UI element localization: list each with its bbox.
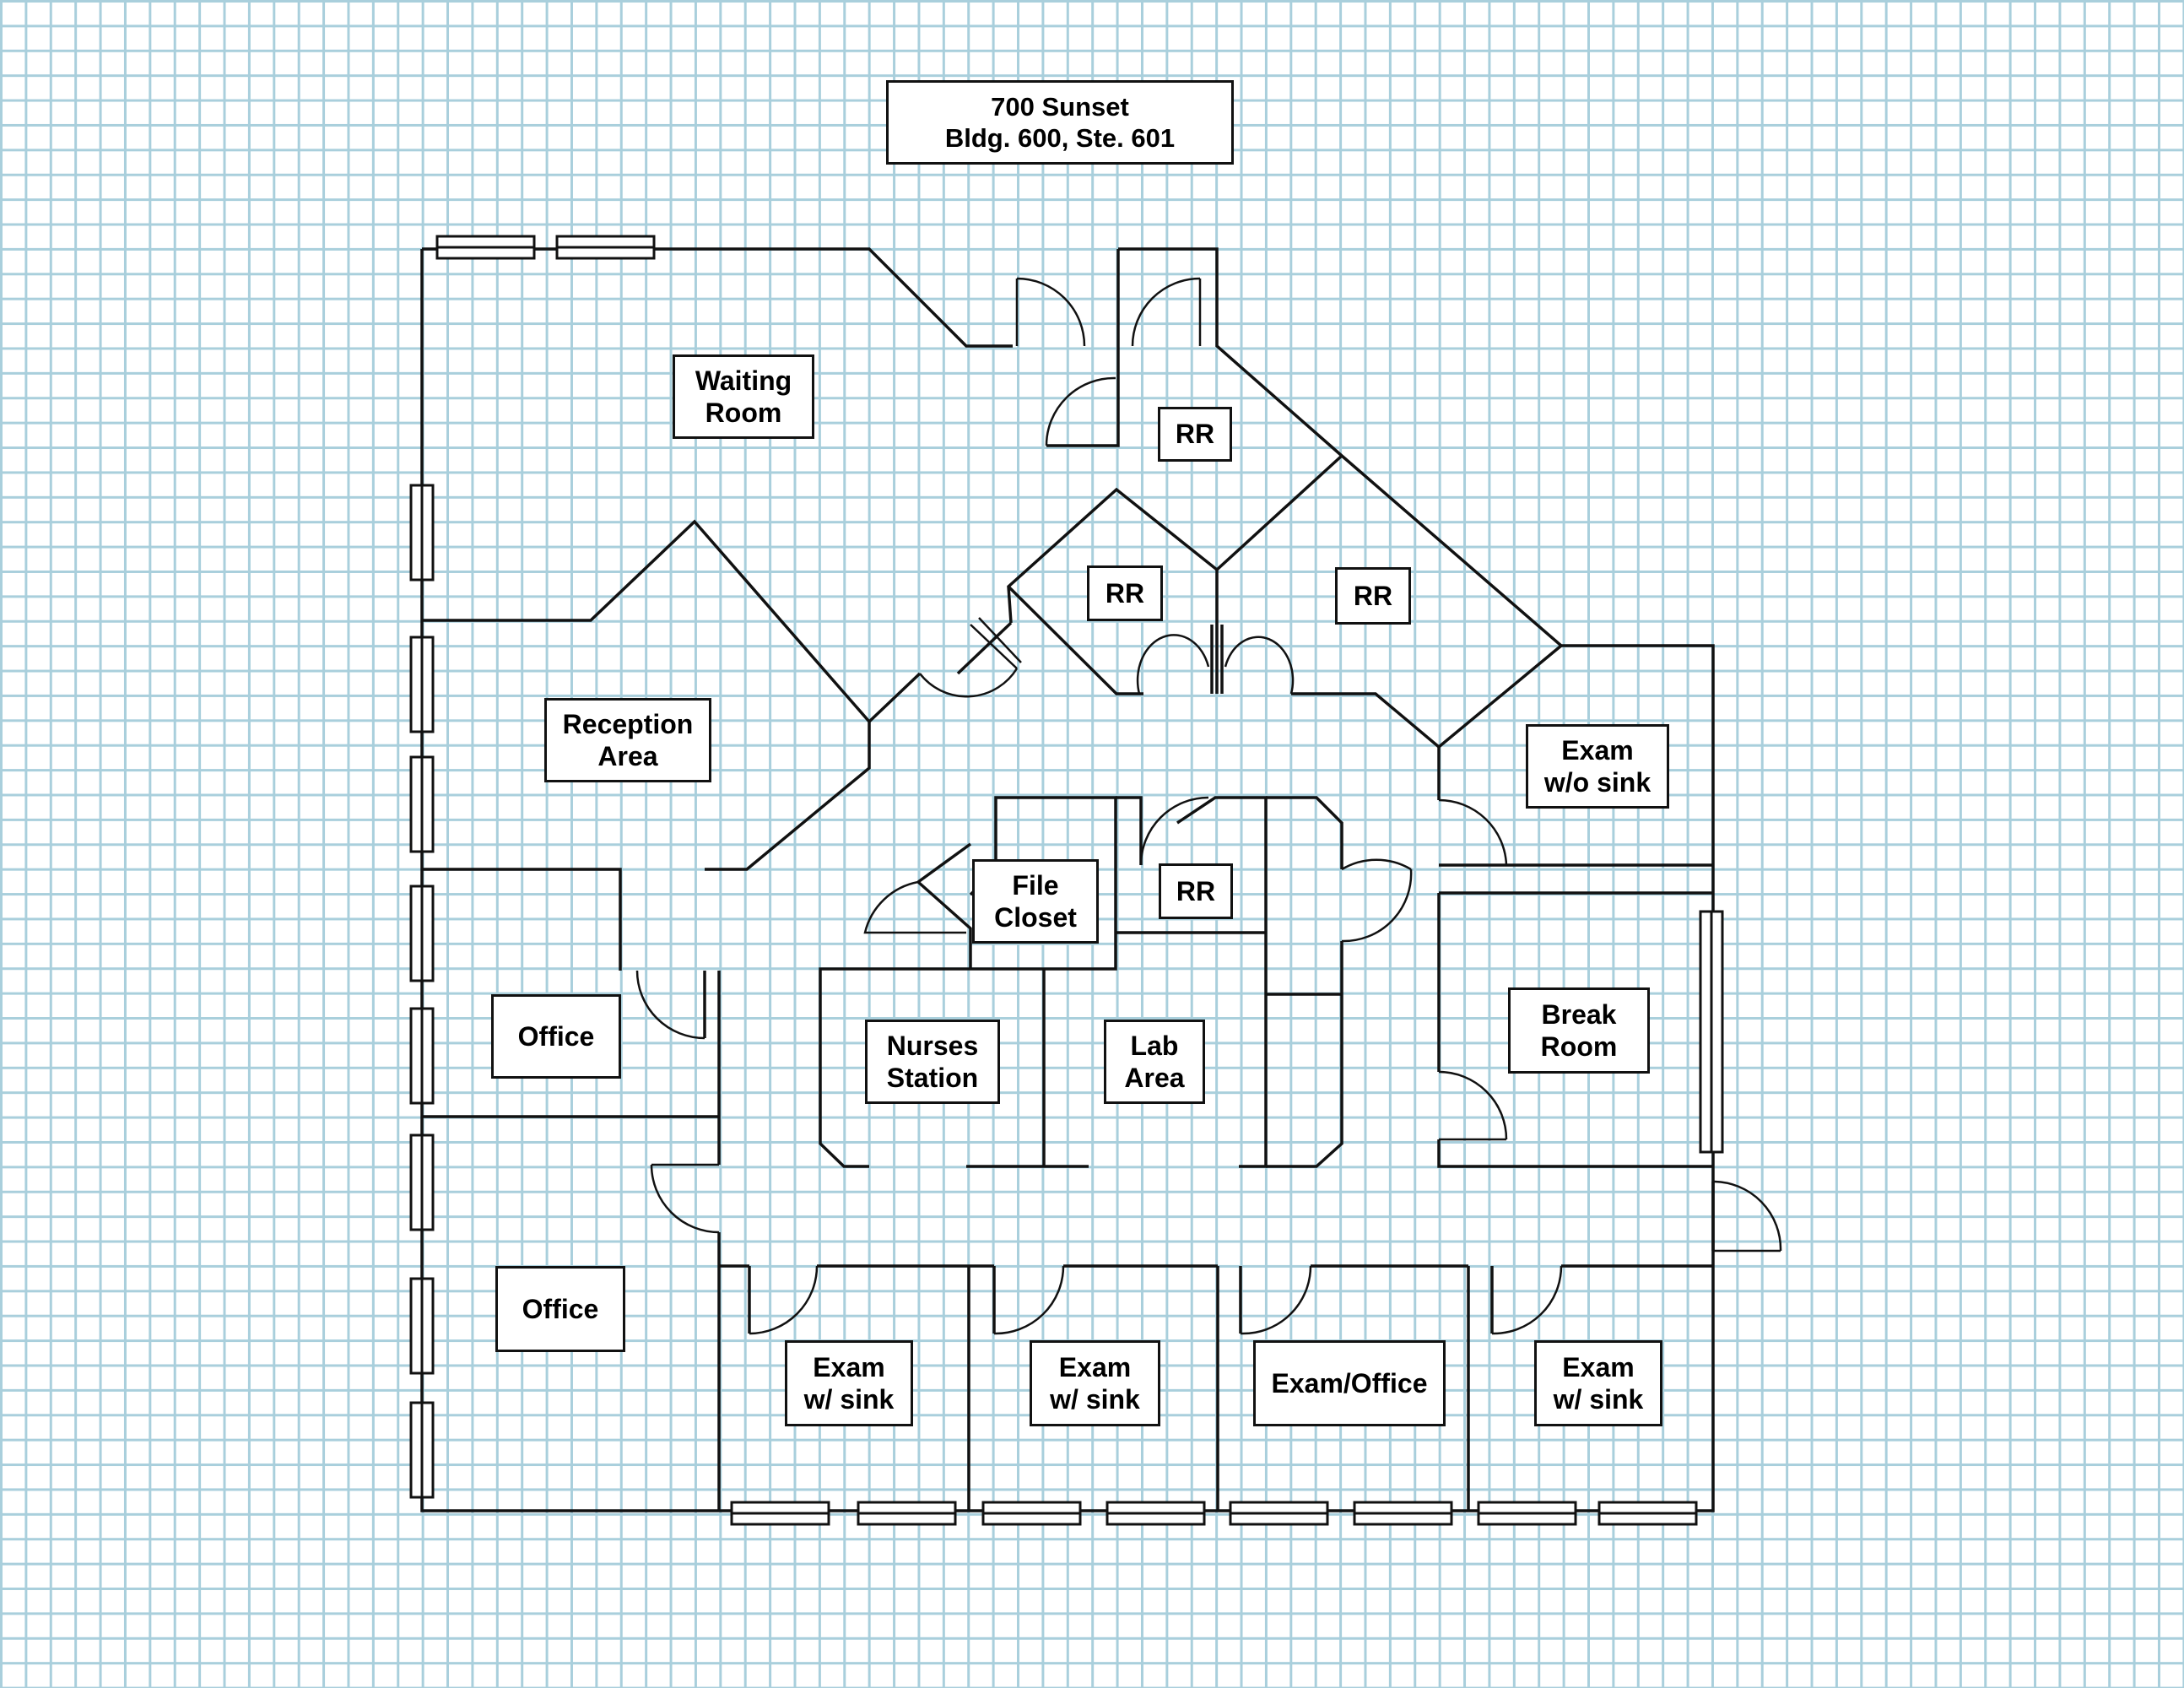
door-swings	[635, 277, 1782, 1335]
room-label-rr-top: RR	[1158, 407, 1232, 462]
address-title: 700 Sunset Bldg. 600, Ste. 601	[886, 80, 1234, 165]
windows	[409, 235, 1724, 1526]
room-label-exam-office: Exam/Office	[1253, 1340, 1446, 1426]
address-line-1: 700 Sunset	[991, 91, 1129, 122]
room-label-rr-left: RR	[1087, 565, 1163, 621]
room-label-rr-right: RR	[1335, 567, 1411, 625]
room-label-office-upper: Office	[491, 994, 621, 1079]
room-label-office-lower: Office	[495, 1266, 625, 1352]
room-label-rr-center: RR	[1159, 863, 1233, 919]
interior-walls	[422, 346, 1715, 1511]
address-line-2: Bldg. 600, Ste. 601	[944, 123, 1176, 153]
